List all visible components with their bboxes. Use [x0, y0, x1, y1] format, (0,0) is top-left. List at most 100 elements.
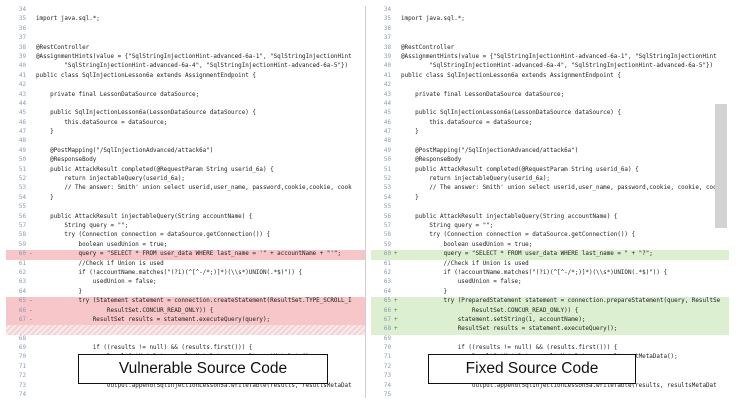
code-text: @RestController: [36, 44, 90, 51]
line-number: 61: [383, 260, 391, 267]
code-line: 42: [371, 81, 729, 90]
code-text: if ((results != null) && (results.first(…: [401, 345, 618, 352]
line-number: 74: [383, 382, 391, 389]
code-line: 52 return injectableQuery(userid_6a);: [371, 175, 729, 184]
code-line: 61 //Check if Union is used: [6, 260, 365, 269]
code-text: if (!accountName.matches("(?i)(^[^-/*;)]…: [401, 269, 667, 276]
code-text: try (PreparedStatement statement = conne…: [401, 298, 721, 305]
code-line: 59 boolean usedUnion = true;: [371, 241, 729, 250]
code-text: boolean usedUnion = true;: [401, 241, 533, 248]
line-number: 50: [383, 157, 391, 164]
code-line: 44: [6, 100, 365, 109]
diff-marker: -: [29, 316, 33, 323]
line-number: 73: [383, 373, 391, 380]
code-line: 49 @PostMapping("/SqlInjectionAdvanced/a…: [371, 147, 729, 156]
code-text: }: [401, 288, 448, 295]
code-line: 57 String query = "";: [371, 222, 729, 231]
code-text: public class SqlInjectionLesson6a extend…: [36, 72, 256, 79]
code-line: 64 }: [371, 288, 729, 297]
line-number: 45: [383, 110, 391, 117]
line-number: 67: [383, 316, 391, 323]
line-number: 60: [383, 251, 391, 258]
line-number: 47: [18, 129, 26, 136]
code-line: 47 }: [6, 128, 365, 137]
code-line: 55: [6, 203, 365, 212]
code-text: "SqlStringInjectionHint-advanced-6a-4", …: [401, 63, 714, 70]
line-number: 59: [18, 241, 26, 248]
line-number: 64: [18, 288, 26, 295]
code-text: query = "SELECT * FROM user_data WHERE l…: [401, 251, 653, 258]
line-number: 71: [18, 363, 26, 370]
line-number: 57: [18, 222, 26, 229]
code-text: import java.sql.*;: [401, 16, 465, 23]
code-line: 50 @ResponseBody: [371, 156, 729, 165]
line-number: 70: [383, 345, 391, 352]
line-number: 43: [18, 91, 26, 98]
code-text: ResultSet results = statement.executeQue…: [36, 316, 271, 323]
line-number: 66: [383, 307, 391, 314]
code-text: return injectableQuery(userid_6a);: [36, 176, 185, 183]
line-number: 42: [18, 82, 26, 89]
code-text: }: [36, 194, 54, 201]
line-number: 63: [18, 279, 26, 286]
vertical-scrollbar[interactable]: [715, 6, 727, 398]
code-text: try (Connection connection = dataSource.…: [401, 232, 636, 239]
line-number: 57: [383, 222, 391, 229]
code-text: @AssignmentHints(value = {"SqlStringInje…: [401, 53, 717, 60]
code-line: 67- ResultSet results = statement.execut…: [6, 315, 365, 326]
code-line: 56 public AttackResult injectableQuery(S…: [6, 213, 365, 222]
line-number: 63: [383, 279, 391, 286]
line-number: 71: [383, 354, 391, 361]
code-line: 65+ try (PreparedStatement statement = c…: [371, 297, 729, 307]
code-text: try (Statement statement = connection.cr…: [36, 298, 352, 305]
code-line: 50 @ResponseBody: [6, 156, 365, 165]
code-text: output.append(SqlInjectionLesson5a.write…: [401, 382, 717, 389]
code-line: 45 public SqlInjectionLesson6a(LessonDat…: [371, 109, 729, 118]
code-line: 55: [371, 203, 729, 212]
code-line: 57 String query = "";: [6, 222, 365, 231]
code-line: 40 "SqlStringInjectionHint-advanced-6a-4…: [6, 62, 365, 71]
line-number: 55: [383, 204, 391, 211]
line-number: 39: [18, 53, 26, 60]
code-line: 44: [371, 100, 729, 109]
line-number: 73: [18, 382, 26, 389]
scrollbar-thumb[interactable]: [715, 104, 727, 228]
code-line: 62 if (!accountName.matches("(?i)(^[^-/*…: [6, 269, 365, 278]
line-number: 65: [383, 298, 391, 305]
code-line: 74 output.append(SqlInjectionLesson5a.wr…: [371, 382, 729, 391]
line-number: 72: [383, 363, 391, 370]
code-line: 60+ query = "SELECT * FROM user_data WHE…: [371, 250, 729, 260]
line-number: 53: [18, 185, 26, 192]
code-text: //Check if Union is used: [401, 260, 529, 267]
line-number: 49: [383, 147, 391, 154]
code-line: 46 this.dataSource = dataSource;: [6, 119, 365, 128]
code-line: 34: [6, 6, 365, 15]
line-number: 69: [383, 335, 391, 342]
line-number: 62: [383, 269, 391, 276]
code-line: 60- query = "SELECT * FROM user_data WHE…: [6, 250, 365, 260]
code-line: 43 private final LessonDataSource dataSo…: [6, 91, 365, 100]
code-line: 69 if ((results != null) && (results.fir…: [6, 344, 365, 353]
code-text: public AttackResult completed(@RequestPa…: [401, 166, 639, 173]
line-number: 51: [18, 166, 26, 173]
line-number: 48: [18, 138, 26, 145]
code-line: 39@AssignmentHints(value = {"SqlStringIn…: [371, 53, 729, 62]
code-text: }: [36, 129, 54, 136]
code-line: 73: [371, 372, 729, 381]
line-number: 34: [383, 7, 391, 13]
code-line: 63 usedUnion = false;: [371, 278, 729, 287]
code-line: 65- try (Statement statement = connectio…: [6, 297, 365, 307]
line-number: 59: [383, 241, 391, 248]
code-line: [6, 325, 365, 335]
line-number: 40: [18, 63, 26, 70]
line-number: 42: [383, 82, 391, 89]
code-text: output.append(SqlInjectionLesson5a.write…: [36, 382, 352, 389]
line-number: 49: [18, 147, 26, 154]
diff-marker: -: [29, 307, 33, 314]
code-line: 42: [6, 81, 365, 90]
code-line: 71: [6, 363, 365, 372]
line-number: 38: [18, 44, 26, 51]
line-number: 72: [18, 373, 26, 380]
